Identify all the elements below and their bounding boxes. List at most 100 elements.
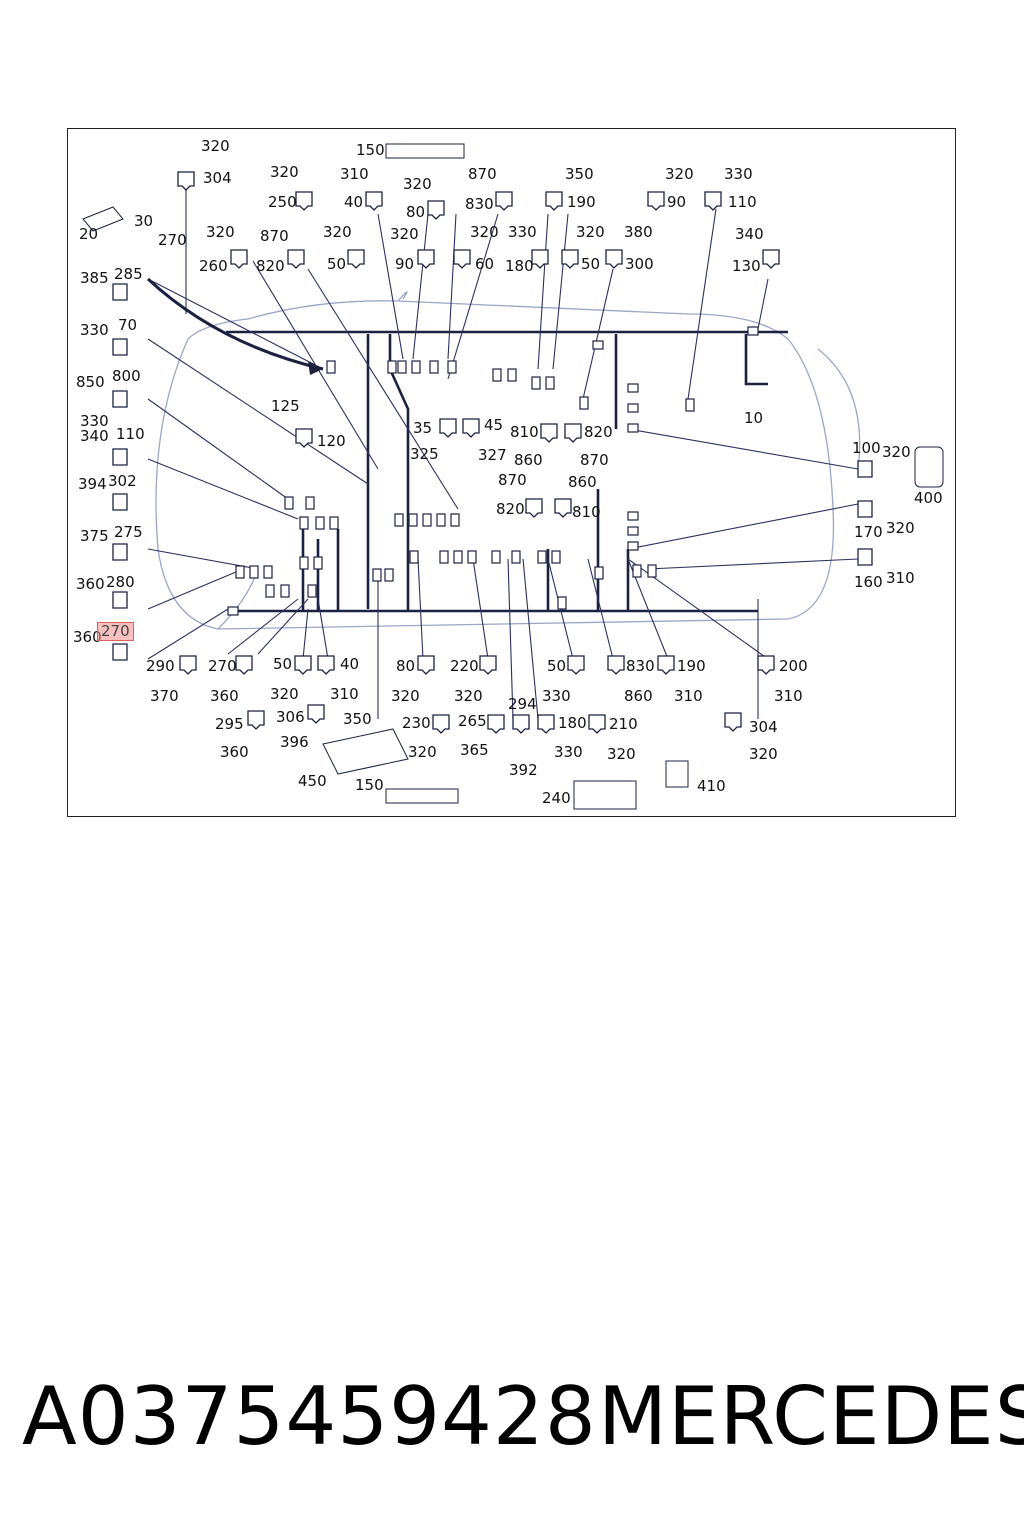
callout-150-top: 150 bbox=[356, 141, 385, 159]
callout-320-right-a: 320 bbox=[882, 443, 911, 461]
callout-130: 130 bbox=[732, 257, 761, 275]
callout-304-top: 304 bbox=[203, 169, 232, 187]
callout-60: 60 bbox=[475, 255, 495, 273]
callout-330-left-b: 330 bbox=[80, 412, 109, 430]
callout-120: 120 bbox=[317, 432, 346, 450]
callout-850: 850 bbox=[76, 373, 105, 391]
callout-320-g: 320 bbox=[470, 223, 499, 241]
callout-340-left: 340 bbox=[80, 427, 109, 445]
footer-caption: A0375459428 MERCEDES bbox=[0, 1372, 1024, 1462]
callout-860-b: 860 bbox=[568, 473, 597, 491]
callout-320-bottom-a: 320 bbox=[270, 685, 299, 703]
part-number: A0375459428 bbox=[22, 1370, 597, 1463]
inline-connectors bbox=[227, 326, 759, 616]
callout-330-bottom-b: 330 bbox=[554, 743, 583, 761]
callout-375: 375 bbox=[80, 527, 109, 545]
callout-385: 385 bbox=[80, 269, 109, 287]
callout-360-a: 360 bbox=[210, 687, 239, 705]
callout-110-top: 110 bbox=[728, 193, 757, 211]
highlighted-callout-270[interactable]: 270 bbox=[97, 622, 134, 641]
callout-310-bottom-a: 310 bbox=[330, 685, 359, 703]
callout-310-a: 310 bbox=[340, 165, 369, 183]
harness-trunk bbox=[226, 330, 788, 613]
callout-125: 125 bbox=[271, 397, 300, 415]
callout-320-a: 320 bbox=[270, 163, 299, 181]
callout-270-top: 270 bbox=[158, 231, 187, 249]
callout-360-b: 360 bbox=[220, 743, 249, 761]
callout-50-b: 50 bbox=[581, 255, 601, 273]
callout-310-right: 310 bbox=[886, 569, 915, 587]
callout-306: 306 bbox=[276, 708, 305, 726]
callout-35: 35 bbox=[413, 419, 433, 437]
callout-330-left: 330 bbox=[80, 321, 109, 339]
callout-70: 70 bbox=[118, 316, 138, 334]
callout-320-b: 320 bbox=[403, 175, 432, 193]
callout-160: 160 bbox=[854, 573, 883, 591]
callout-265: 265 bbox=[458, 712, 487, 730]
callout-270-bottom: 270 bbox=[208, 657, 237, 675]
callout-325: 325 bbox=[410, 445, 439, 463]
wiring-diagram: 320 304 150 320 310 320 870 350 320 330 … bbox=[67, 128, 956, 817]
callout-820-top: 820 bbox=[256, 257, 285, 275]
callout-310-bottom-c: 310 bbox=[774, 687, 803, 705]
callout-320-bottom-e: 320 bbox=[607, 745, 636, 763]
callout-830-bottom: 830 bbox=[626, 657, 655, 675]
callout-320-e: 320 bbox=[323, 223, 352, 241]
callout-870-c: 870 bbox=[580, 451, 609, 469]
callout-295: 295 bbox=[215, 715, 244, 733]
callout-290: 290 bbox=[146, 657, 175, 675]
callout-210: 210 bbox=[609, 715, 638, 733]
callout-190-bottom: 190 bbox=[677, 657, 706, 675]
callout-320-top: 320 bbox=[201, 137, 230, 155]
callout-810-a: 810 bbox=[510, 423, 539, 441]
callout-304-bottom: 304 bbox=[749, 718, 778, 736]
callout-260: 260 bbox=[199, 257, 228, 275]
callout-870-a: 870 bbox=[468, 165, 497, 183]
callout-300: 300 bbox=[625, 255, 654, 273]
callout-80-top: 80 bbox=[406, 203, 426, 221]
callout-320-right-b: 320 bbox=[886, 519, 915, 537]
callout-40-bottom: 40 bbox=[340, 655, 360, 673]
callout-320-bottom-d: 320 bbox=[408, 743, 437, 761]
callout-180-top: 180 bbox=[505, 257, 534, 275]
callout-190-top: 190 bbox=[567, 193, 596, 211]
callout-327: 327 bbox=[478, 446, 507, 464]
callout-280: 280 bbox=[106, 573, 135, 591]
callout-320-f: 320 bbox=[390, 225, 419, 243]
callout-810-b: 810 bbox=[572, 503, 601, 521]
callout-370: 370 bbox=[150, 687, 179, 705]
callout-10: 10 bbox=[744, 409, 764, 427]
callout-830-top: 830 bbox=[465, 195, 494, 213]
callout-450: 450 bbox=[298, 772, 327, 790]
callout-20: 20 bbox=[79, 225, 99, 243]
callout-820-a: 820 bbox=[584, 423, 613, 441]
callout-320-h: 320 bbox=[576, 223, 605, 241]
callout-50-top: 50 bbox=[327, 255, 347, 273]
callout-45: 45 bbox=[484, 416, 504, 434]
callout-80-bottom: 80 bbox=[396, 657, 416, 675]
callout-410: 410 bbox=[697, 777, 726, 795]
callout-330-b: 330 bbox=[508, 223, 537, 241]
callout-220: 220 bbox=[450, 657, 479, 675]
callout-870-d: 870 bbox=[498, 471, 527, 489]
callout-360-left-b: 360 bbox=[73, 628, 102, 646]
component-connectors bbox=[112, 171, 873, 734]
callout-110-left: 110 bbox=[116, 425, 145, 443]
callout-170: 170 bbox=[854, 523, 883, 541]
callout-90-top: 90 bbox=[667, 193, 687, 211]
callout-360-left: 360 bbox=[76, 575, 105, 593]
callout-320-bottom-c: 320 bbox=[454, 687, 483, 705]
routing-arrow bbox=[146, 277, 324, 371]
callout-200: 200 bbox=[779, 657, 808, 675]
callout-50-bottom-b: 50 bbox=[547, 657, 567, 675]
callout-40-top: 40 bbox=[344, 193, 364, 211]
callout-294: 294 bbox=[508, 695, 537, 713]
callout-320-bottom-b: 320 bbox=[391, 687, 420, 705]
callout-150-bottom: 150 bbox=[355, 776, 384, 794]
callout-310-bottom-b: 310 bbox=[674, 687, 703, 705]
callout-860-bottom: 860 bbox=[624, 687, 653, 705]
pin-strips bbox=[82, 143, 944, 810]
brand-name: MERCEDES bbox=[598, 1370, 1024, 1463]
callout-230: 230 bbox=[402, 714, 431, 732]
callout-50-bottom: 50 bbox=[273, 655, 293, 673]
